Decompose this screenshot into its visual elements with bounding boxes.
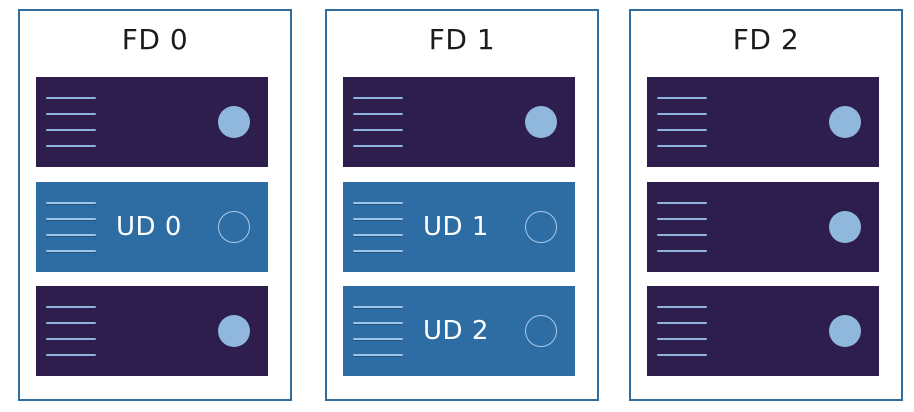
server-rack bbox=[36, 286, 268, 376]
server-rack bbox=[647, 77, 879, 167]
update-domain-label: UD 0 bbox=[116, 212, 182, 242]
server-rack-update-domain: UD 1 bbox=[343, 182, 575, 272]
power-led-icon bbox=[525, 106, 557, 138]
drive-slots-icon bbox=[46, 202, 96, 254]
fault-domain-1: FD 1 UD 1 UD 2 bbox=[325, 9, 599, 401]
server-rack bbox=[36, 77, 268, 167]
fault-domain-2: FD 2 bbox=[629, 9, 903, 401]
server-rack-update-domain: UD 0 bbox=[36, 182, 268, 272]
fault-domain-title: FD 2 bbox=[732, 23, 800, 56]
server-rack-update-domain: UD 2 bbox=[343, 286, 575, 376]
drive-slots-icon bbox=[657, 202, 707, 254]
drive-slots-icon bbox=[657, 97, 707, 149]
power-led-icon bbox=[218, 211, 250, 243]
drive-slots-icon bbox=[46, 97, 96, 149]
power-led-icon bbox=[218, 106, 250, 138]
drive-slots-icon bbox=[46, 306, 96, 358]
server-rack bbox=[647, 182, 879, 272]
server-rack bbox=[343, 77, 575, 167]
drive-slots-icon bbox=[353, 306, 403, 358]
power-led-icon bbox=[218, 315, 250, 347]
server-rack bbox=[647, 286, 879, 376]
update-domain-label: UD 2 bbox=[423, 316, 489, 346]
fault-domain-title: FD 1 bbox=[428, 23, 496, 56]
drive-slots-icon bbox=[353, 97, 403, 149]
power-led-icon bbox=[525, 315, 557, 347]
update-domain-label: UD 1 bbox=[423, 212, 489, 242]
fault-domain-0: FD 0 UD 0 bbox=[18, 9, 292, 401]
power-led-icon bbox=[829, 211, 861, 243]
power-led-icon bbox=[525, 211, 557, 243]
drive-slots-icon bbox=[657, 306, 707, 358]
fault-domain-title: FD 0 bbox=[121, 23, 189, 56]
drive-slots-icon bbox=[353, 202, 403, 254]
power-led-icon bbox=[829, 315, 861, 347]
power-led-icon bbox=[829, 106, 861, 138]
